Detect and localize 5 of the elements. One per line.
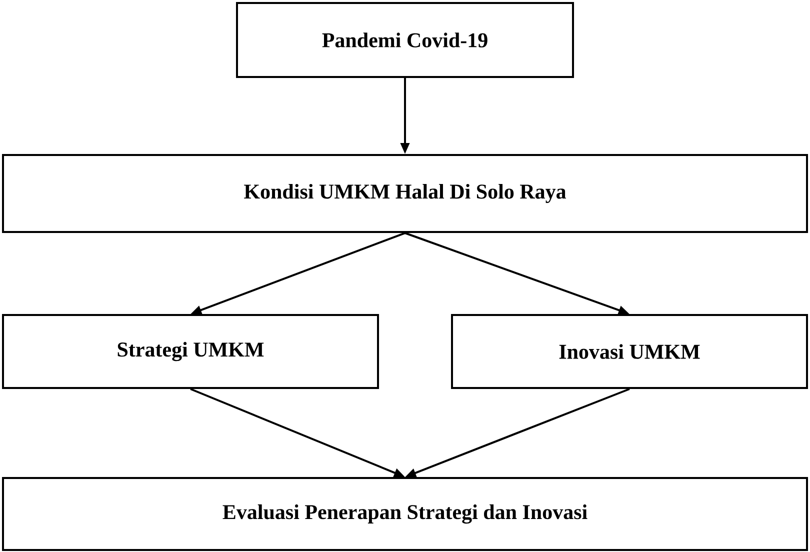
- process-box: Kondisi UMKM Halal Di Solo Raya: [2, 154, 808, 233]
- process-box: Strategi UMKM: [2, 314, 379, 389]
- process-box: Evaluasi Penerapan Strategi dan Inovasi: [2, 477, 808, 551]
- process-box: Inovasi UMKM: [451, 314, 808, 389]
- process-box: Pandemi Covid-19: [236, 2, 574, 78]
